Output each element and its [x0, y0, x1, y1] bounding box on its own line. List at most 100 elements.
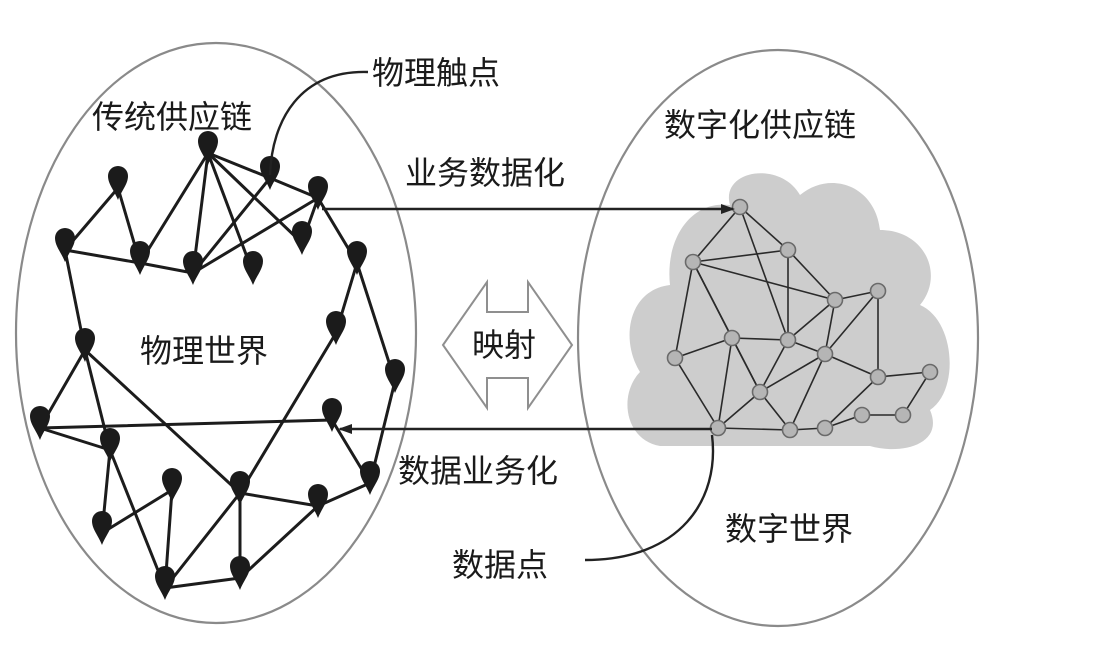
digital-edge	[739, 206, 789, 251]
digital-node	[723, 329, 741, 347]
digital-edge	[692, 206, 741, 263]
physical-world-oval	[14, 41, 418, 625]
physical-touchpoint-label: 物理触点	[372, 54, 500, 92]
digital-edge	[674, 357, 719, 429]
digital-node	[666, 349, 684, 367]
digital-edge	[877, 371, 931, 378]
physical-pin	[308, 483, 328, 518]
digital-edge	[824, 353, 879, 378]
physical-world-label: 物理世界	[140, 332, 268, 370]
digital-edge	[717, 427, 791, 431]
digital-edge	[739, 206, 789, 341]
datapoint-callout-curve	[584, 434, 715, 562]
digital-node	[781, 421, 799, 439]
physical-pin	[360, 461, 380, 495]
digital-node	[894, 406, 912, 424]
digital-node	[779, 241, 797, 259]
physical-edge	[83, 348, 242, 495]
digital-node	[751, 383, 769, 401]
digital-edge	[731, 337, 761, 393]
digital-world-label: 数字世界	[725, 510, 853, 548]
digital-node	[853, 406, 871, 424]
digital-edge	[824, 299, 836, 355]
physical-edge	[100, 488, 174, 535]
digital-node	[869, 368, 887, 386]
physical-edge	[63, 248, 142, 265]
traditional-chain-label: 传统供应链	[92, 98, 252, 136]
physical-edge	[206, 151, 255, 275]
digital-edge	[789, 353, 826, 431]
digital-node	[816, 419, 834, 437]
mapping-label: 映射	[472, 326, 536, 364]
digital-network-nodes	[666, 198, 939, 439]
physical-edge	[163, 491, 242, 590]
physical-edge	[138, 151, 210, 265]
physical-edge	[316, 481, 372, 508]
digital-node	[779, 331, 797, 349]
physical-pin	[155, 566, 175, 600]
physical-pin	[92, 511, 112, 545]
data-businessification-label: 数据业务化	[398, 452, 558, 490]
physical-pin	[347, 241, 367, 275]
physical-edge	[238, 504, 320, 580]
physical-edge	[108, 448, 167, 590]
digital-node	[826, 291, 844, 309]
mapping-double-arrow	[441, 278, 574, 412]
physical-pin	[108, 166, 128, 200]
digital-edge	[717, 391, 761, 429]
physical-pin	[30, 406, 50, 440]
physical-pin	[322, 398, 342, 432]
physical-edge	[38, 426, 112, 452]
physical-pin	[162, 468, 182, 502]
digital-edge	[674, 337, 733, 359]
physical-pin	[326, 311, 346, 345]
digital-node	[684, 253, 702, 271]
physical-pin	[243, 251, 263, 285]
digital-node	[709, 419, 727, 437]
business-datafication-label: 业务数据化	[405, 154, 565, 192]
touchpoint-callout-curve	[268, 70, 369, 176]
physical-pin	[130, 241, 150, 275]
digital-node	[869, 282, 887, 300]
digital-node	[816, 345, 834, 363]
physical-edge	[238, 331, 338, 495]
data-point-label: 数据点	[452, 546, 548, 584]
digital-edge	[692, 249, 789, 263]
digital-edge	[787, 249, 836, 301]
digital-node	[731, 198, 749, 216]
physical-pin	[75, 328, 95, 362]
digital-edge	[787, 299, 836, 341]
digital-edge	[759, 353, 826, 393]
digital-edge	[759, 339, 789, 393]
physical-pin	[292, 221, 312, 255]
physical-edge	[191, 176, 272, 275]
physical-pin	[183, 251, 203, 285]
physical-pin	[230, 556, 250, 590]
physical-network-edges	[38, 151, 397, 590]
digital-edge	[902, 371, 931, 416]
digital-edge	[824, 290, 879, 355]
physical-edge	[38, 418, 334, 430]
physical-pin	[308, 175, 328, 210]
physical-pin	[100, 428, 120, 462]
digital-edge	[692, 261, 836, 301]
digital-edge	[674, 261, 694, 359]
digital-world-oval	[576, 48, 980, 628]
physical-edge	[191, 196, 320, 275]
digital-edge	[824, 376, 879, 429]
digital-chain-label: 数字化供应链	[664, 106, 856, 144]
physical-edge	[138, 261, 195, 275]
physical-edge	[268, 176, 320, 200]
physical-pin	[198, 131, 218, 165]
digital-network-edges	[674, 206, 931, 431]
digital-node	[921, 363, 939, 381]
physical-pin	[55, 228, 75, 262]
physical-network-pins	[30, 131, 405, 600]
digital-edge	[717, 337, 733, 429]
physical-pin	[230, 471, 250, 505]
physical-edge	[238, 491, 320, 508]
digital-edge	[731, 337, 789, 341]
physical-edge	[206, 151, 272, 180]
physical-pin	[385, 359, 405, 393]
